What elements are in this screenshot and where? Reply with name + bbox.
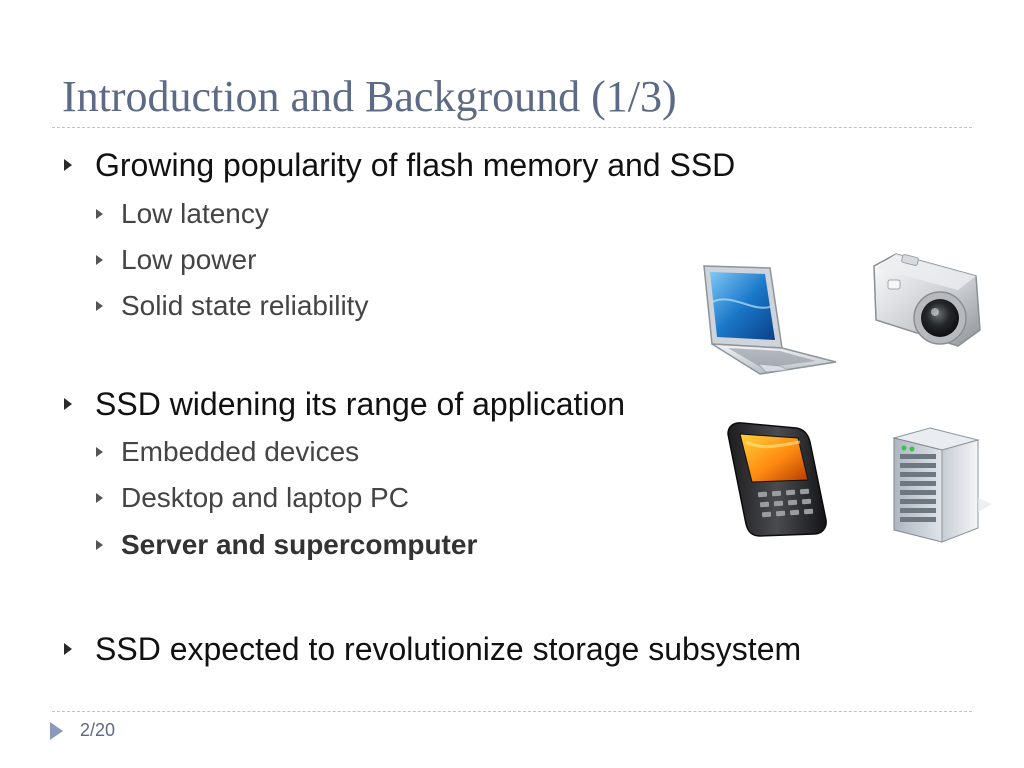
bullet-arrow-icon	[64, 159, 72, 171]
subbullet-arrow-icon	[96, 209, 103, 219]
footer-arrow-icon	[50, 722, 63, 740]
subbullet-text: Desktop and laptop PC	[121, 482, 409, 513]
bullet-arrow-icon	[64, 643, 72, 655]
subbullet-low-power: Low power	[96, 241, 256, 279]
subbullet-text: Low power	[121, 244, 257, 275]
smartphone-icon	[727, 422, 827, 537]
bullet-arrow-icon	[64, 398, 72, 410]
footer-divider	[52, 711, 972, 712]
subbullet-arrow-icon	[96, 255, 103, 265]
slide-title: Introduction and Background (1/3)	[62, 72, 677, 121]
bullet-flash-popularity: Growing popularity of flash memory and S…	[64, 144, 735, 186]
subbullet-solid-state-reliability: Solid state reliability	[96, 287, 368, 325]
bullet-ssd-range: SSD widening its range of application	[64, 383, 625, 425]
subbullet-arrow-icon	[96, 447, 103, 457]
subbullet-low-latency: Low latency	[96, 195, 269, 233]
subbullet-arrow-icon	[96, 540, 103, 550]
subbullet-embedded-devices: Embedded devices	[96, 433, 359, 471]
subbullet-text-emphasized: Server and supercomputer	[121, 529, 478, 560]
subbullet-desktop-laptop: Desktop and laptop PC	[96, 479, 409, 517]
page-number: 2/20	[80, 720, 116, 740]
bullet-text: SSD widening its range of application	[95, 385, 626, 422]
subbullet-server-supercomputer: Server and supercomputer	[96, 526, 477, 564]
subbullet-arrow-icon	[96, 301, 103, 311]
subbullet-arrow-icon	[96, 493, 103, 503]
bullet-ssd-revolution: SSD expected to revolutionize storage su…	[64, 628, 801, 670]
laptop-icon	[703, 265, 837, 375]
server-icon	[892, 427, 992, 543]
title-divider	[52, 127, 972, 128]
subbullet-text: Low latency	[121, 198, 269, 229]
bullet-text: SSD expected to revolutionize storage su…	[95, 630, 802, 667]
subbullet-text: Solid state reliability	[121, 290, 369, 321]
subbullet-text: Embedded devices	[121, 436, 360, 467]
camera-icon	[873, 253, 981, 347]
bullet-text: Growing popularity of flash memory and S…	[95, 146, 736, 183]
